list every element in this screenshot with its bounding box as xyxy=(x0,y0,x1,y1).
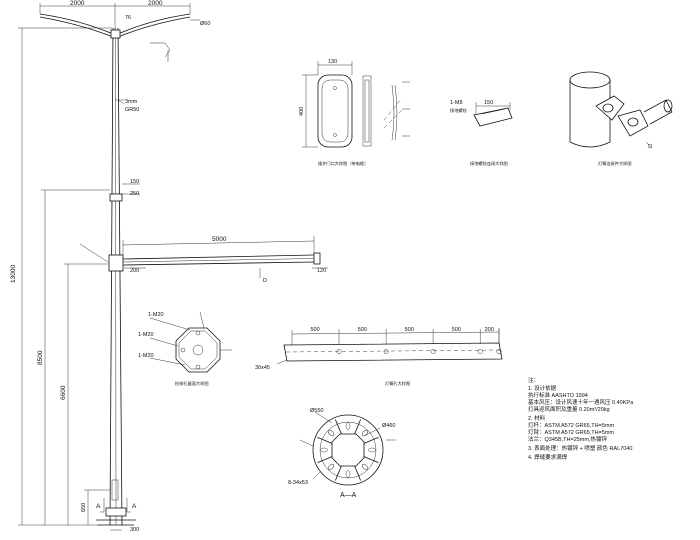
dim-5000: 5000 xyxy=(212,236,227,243)
door-detail: 130 400 维护门口大样图（带电缆） xyxy=(299,59,410,167)
section-mark-left: A xyxy=(96,503,101,510)
lamp-symbol xyxy=(150,42,171,62)
m20-b: 1-M20 xyxy=(138,332,154,338)
flange-bolt-hole xyxy=(368,447,376,453)
flange-rib xyxy=(317,437,333,444)
flange-bolt-hole xyxy=(361,429,369,437)
dim-250: 250 xyxy=(130,191,139,197)
strip-spacing-label: 500 xyxy=(405,327,414,333)
dim-200: 200 xyxy=(130,268,139,274)
strip-spacing-label: 200 xyxy=(485,327,494,333)
notes-line-0: 1. 设计依据 xyxy=(528,384,557,392)
notes-line-6: 灯臂：ASTM A572 GR65,TH=5mm xyxy=(528,428,614,436)
flange-holes: 8-34x53 xyxy=(288,480,308,486)
dim-8500: 8500 xyxy=(37,350,44,365)
strip-spacing-label: 500 xyxy=(358,327,367,333)
dim-13000: 13000 xyxy=(10,265,17,283)
octagon-section: 1-M20 1-M20 1-M20 检修孔截面大样图 xyxy=(138,311,232,387)
strip-hole xyxy=(477,349,483,354)
notes-line-9: 4. 焊缝要求满焊 xyxy=(528,453,568,461)
flange-bolt-hole xyxy=(361,463,369,471)
bolt-m8: 1-M8 xyxy=(450,100,463,106)
flange-rib xyxy=(335,419,342,435)
segment-dims: 150 250 xyxy=(122,179,140,197)
flange-bolt-hole xyxy=(327,429,335,437)
dim-door-130: 130 xyxy=(328,59,337,65)
flange-rib xyxy=(363,456,379,463)
lamp-connector-detail: 灯臂连接件大样图 xyxy=(569,71,673,167)
strip-holes xyxy=(336,349,502,354)
dim-door-400: 400 xyxy=(299,107,305,116)
notes-title: 注： xyxy=(528,376,539,384)
caption-lamp: 灯臂连接件大样图 xyxy=(598,160,632,167)
strip-hole xyxy=(496,349,502,354)
dim-arm-right: 2000 xyxy=(148,0,163,7)
flange-bolt-hole xyxy=(345,470,351,478)
m20-c: 1-M20 xyxy=(138,353,154,359)
strip-hole xyxy=(430,349,436,354)
dim-120: 120 xyxy=(317,268,326,274)
main-pole xyxy=(39,13,191,526)
notes-line-7: 法兰：Q345B,TH=25mm,热镀锌 xyxy=(528,435,608,443)
flange-outer: Ø550 xyxy=(310,408,323,414)
flange-rib xyxy=(335,465,342,481)
flange-caption: A—A xyxy=(340,492,357,499)
caption-strip: 灯臂孔大样图 xyxy=(385,380,410,387)
flange-section: Ø550 Ø460 8-34x53 A—A xyxy=(288,408,396,499)
flange-rib xyxy=(363,437,379,444)
flange-bolt-hole xyxy=(327,463,335,471)
dim-150: 150 xyxy=(130,179,139,185)
strip-spacing-label: 500 xyxy=(452,327,461,333)
arm-dimension: 2000 2000 76 Ø60 xyxy=(39,0,210,30)
flange-bolt: Ø460 xyxy=(382,423,395,429)
dim-base-300: 300 xyxy=(130,527,139,533)
flange-rib xyxy=(354,465,361,481)
m20-a: 1-M20 xyxy=(148,312,164,318)
caption-bolt: 接地螺栓连接大样图 xyxy=(470,160,508,167)
bolt-detail: 150 1-M8 接地螺栓 接地螺栓连接大样图 xyxy=(450,100,513,167)
plate-grade: GR50 xyxy=(125,107,139,113)
caption-door: 维护门口大样图（带电缆） xyxy=(318,160,368,167)
section-mark-right: A xyxy=(132,503,137,510)
notes-line-4: 2. 材料 xyxy=(528,414,546,422)
caption-octagon: 检修孔截面大样图 xyxy=(175,380,209,387)
notes-line-8: 3. 表面处理：热镀锌 + 喷塑 颜色 RAL7040 xyxy=(528,444,632,452)
strip-spacing-label: 500 xyxy=(311,327,320,333)
plate-note: 3mm GR50 xyxy=(117,99,139,113)
notes-line-3: 灯具迎风面积及重量 0.20m²/20kg xyxy=(528,405,610,413)
plate-thickness: 3mm xyxy=(125,99,138,105)
strip-dims: 500 500 500 500 200 xyxy=(311,327,500,344)
dim-650: 650 xyxy=(81,503,87,512)
flange-ribs xyxy=(317,419,379,481)
bolt-note: 接地螺栓 xyxy=(450,107,468,114)
flange-rib xyxy=(317,456,333,463)
notes: 注： 1. 设计依据 执行标准 AASHTO 1994 基本风压：设计风速十年一… xyxy=(528,376,634,461)
dim-top-dia: Ø60 xyxy=(200,21,210,27)
flange-rib xyxy=(354,419,361,435)
strip-chamfer: 30x45 xyxy=(255,365,270,371)
dim-arm-left: 2000 xyxy=(70,0,85,7)
dim-6600: 6600 xyxy=(60,385,67,400)
notes-line-2: 基本风压：设计风速十年一遇风压 0.40KPa xyxy=(528,398,634,406)
strip-hole xyxy=(336,349,342,354)
height-dims: 13000 8500 6600 650 300 A A xyxy=(10,27,139,533)
notes-line-5: 灯杆：ASTM A572 GR65,TH=5mm xyxy=(528,421,614,429)
dim-bolt-150: 150 xyxy=(484,100,493,106)
strip-hole xyxy=(383,349,389,354)
side-bracket: 5000 120 200 D xyxy=(79,236,328,284)
hole-strip: 500 500 500 500 200 30x45 灯臂孔大样图 xyxy=(255,327,503,387)
flange-bolt-hole xyxy=(320,447,328,453)
ref-d: D xyxy=(263,278,267,284)
flange-bolt-hole xyxy=(345,422,351,430)
dim-arm-center: 76 xyxy=(125,15,131,21)
notes-line-1: 执行标准 AASHTO 1994 xyxy=(528,391,588,399)
